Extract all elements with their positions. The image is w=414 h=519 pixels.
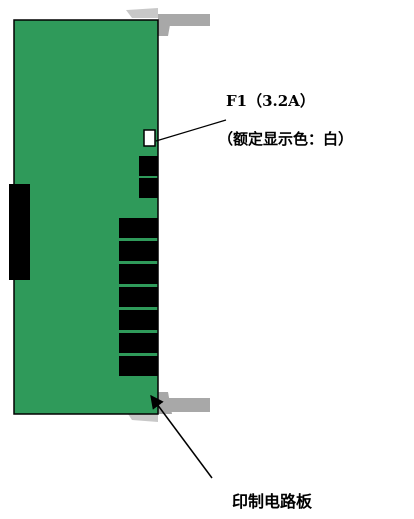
chip [119, 287, 158, 307]
fuse-f1 [143, 129, 156, 147]
top-handle-lever [158, 14, 172, 36]
circuit-board-label: 印制电路板 [232, 492, 313, 511]
fuse-color-note: （额定显示色：白） [218, 130, 354, 148]
bottom-handle-lever [158, 392, 172, 414]
small-chip [139, 156, 158, 176]
chip [119, 356, 158, 376]
chip [119, 241, 158, 261]
edge-connector [9, 184, 30, 280]
top-ejector-handle [126, 8, 210, 36]
fuse-leader-line [155, 119, 227, 142]
chip-column [119, 218, 158, 376]
board-pointer-arrow-icon [150, 394, 213, 479]
circuit-board [13, 19, 159, 415]
top-handle-tip [126, 8, 158, 18]
chip [119, 218, 158, 238]
fuse-label: F1（3.2A） [226, 92, 315, 110]
small-chip [139, 178, 158, 198]
chip [119, 310, 158, 330]
chip [119, 264, 158, 284]
chip [119, 333, 158, 353]
